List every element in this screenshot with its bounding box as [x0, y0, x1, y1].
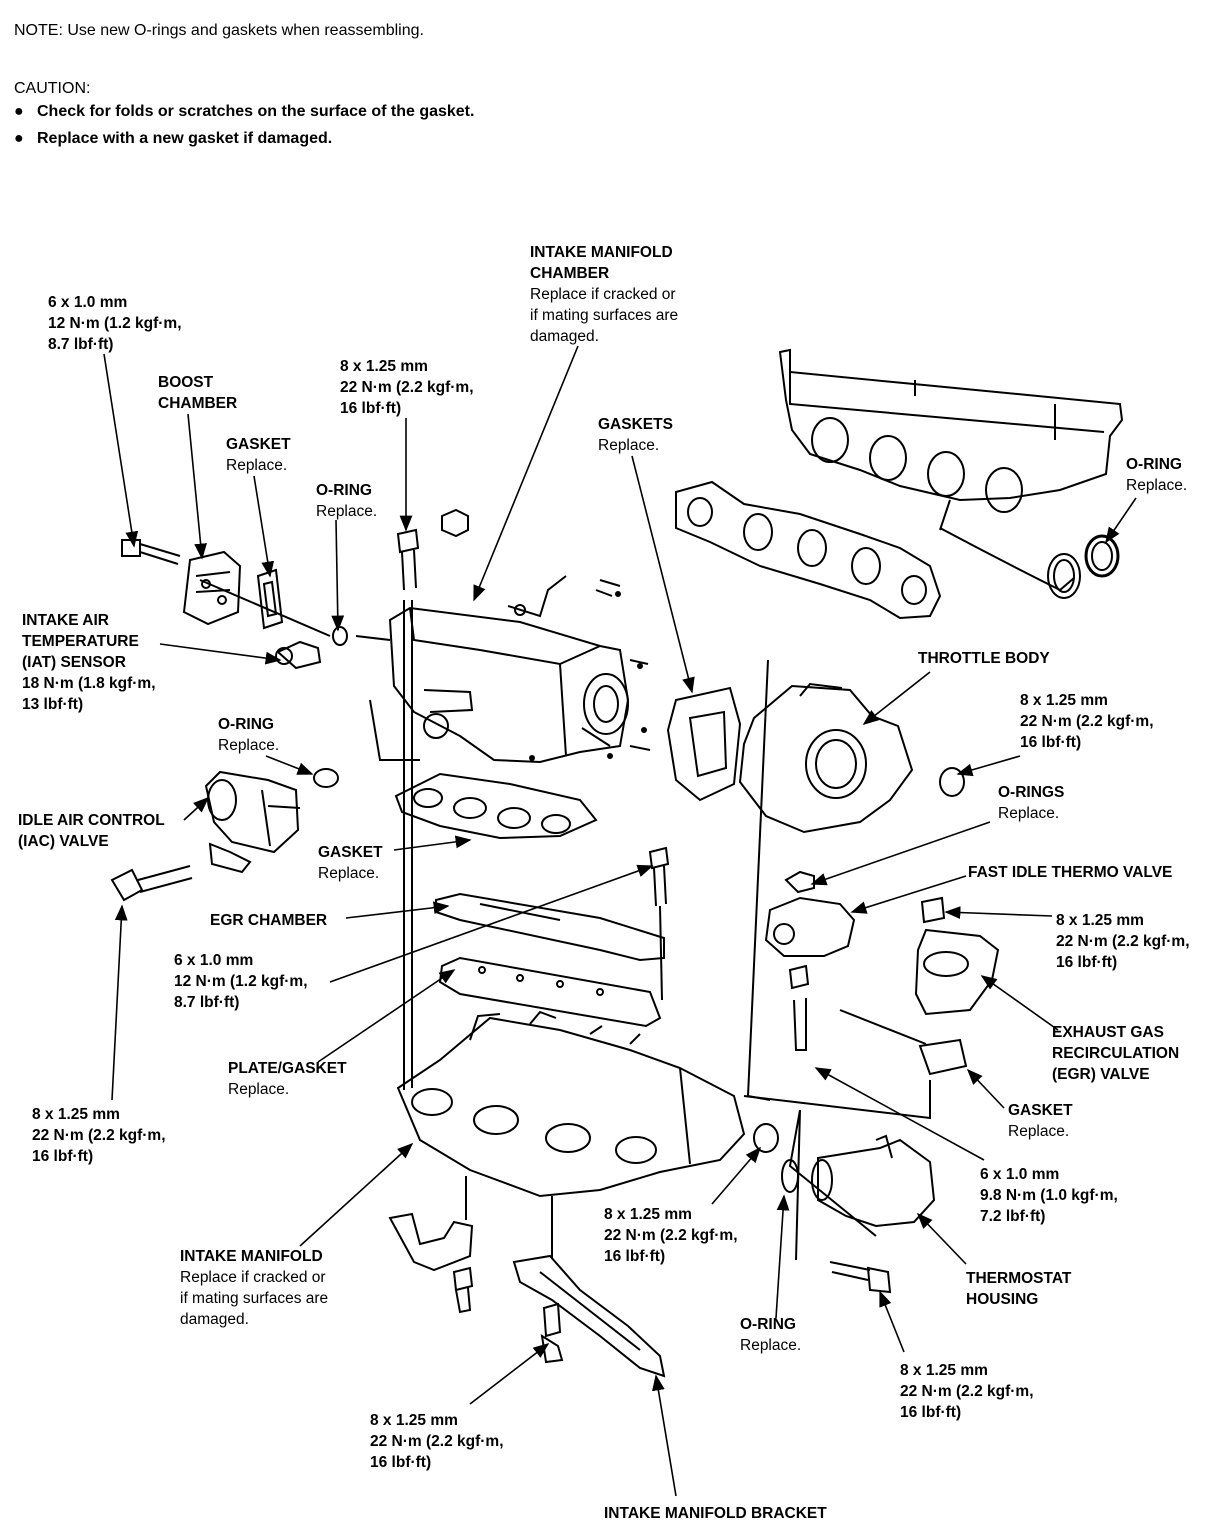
bolt-center-part — [753, 1123, 779, 1153]
intake-manifold-bracket-part — [512, 1254, 666, 1378]
thermostat-housing-part — [811, 1134, 936, 1228]
label-gasket-mid: GASKET Replace. — [318, 844, 383, 882]
label-bolt-8x125-bottom: 8 x 1.25 mm 22 N·m (2.2 kgf·m, 16 lbf·ft… — [370, 1412, 504, 1471]
label-o-rings-right: O-RINGS Replace. — [998, 784, 1065, 822]
label-bolt-8x125-left: 8 x 1.25 mm 22 N·m (2.2 kgf·m, 16 lbf·ft… — [32, 1106, 166, 1165]
bracket-left-part — [388, 1212, 474, 1272]
intake-manifold-part — [396, 1010, 746, 1198]
label-bolt-8x125-center: 8 x 1.25 mm 22 N·m (2.2 kgf·m, 16 lbf·ft… — [604, 1206, 738, 1265]
note-text: NOTE: Use new O-rings and gaskets when r… — [14, 22, 424, 39]
label-intake-manifold: INTAKE MANIFOLD Replace if cracked or if… — [180, 1248, 329, 1328]
label-bolt-8x125-throttle: 8 x 1.25 mm 22 N·m (2.2 kgf·m, 16 lbf·ft… — [1020, 692, 1154, 751]
iat-sensor-part — [275, 626, 348, 670]
label-bolt-6x10-mid: 6 x 1.0 mm 12 N·m (1.2 kgf·m, 8.7 lbf·ft… — [174, 952, 308, 1011]
label-gasket-top: GASKET Replace. — [226, 436, 291, 474]
label-intake-manifold-bracket: INTAKE MANIFOLD BRACKET — [604, 1505, 827, 1522]
label-bolt-8x125-top: 8 x 1.25 mm 22 N·m (2.2 kgf·m, 16 lbf·ft… — [340, 358, 474, 417]
egr-chamber-part — [435, 892, 665, 962]
label-egr-valve: EXHAUST GAS RECIRCULATION (EGR) VALVE — [1052, 1024, 1180, 1083]
label-iat-sensor: INTAKE AIR TEMPERATURE (IAT) SENSOR 18 N… — [22, 612, 156, 713]
plate-gasket-part — [438, 956, 662, 1028]
label-boost-chamber: BOOST CHAMBER — [158, 374, 238, 412]
bolt-top-part — [396, 528, 420, 591]
boost-chamber-part — [182, 550, 242, 626]
bolt-bracket-left-part — [452, 1266, 474, 1314]
label-o-ring-iac: O-RING Replace. — [218, 716, 280, 754]
egr-valve-part — [914, 896, 1000, 1016]
gasket-mid-part — [394, 772, 598, 840]
throttle-body-part — [738, 682, 914, 834]
label-egr-chamber: EGR CHAMBER — [210, 912, 328, 929]
label-intake-chamber: INTAKE MANIFOLD CHAMBER Replace if crack… — [530, 244, 679, 345]
label-throttle-body: THROTTLE BODY — [918, 650, 1050, 667]
o-ring-throttle-part — [939, 767, 965, 797]
label-gaskets-right: GASKETS Replace. — [598, 416, 673, 454]
o-ring-right-part — [1084, 534, 1120, 578]
bolt-thermostat-part — [829, 1261, 892, 1294]
bolt-iac-part — [110, 865, 193, 902]
bolt-boost-part — [121, 539, 181, 565]
bolt-egr-part — [648, 846, 670, 907]
bolt-bracket-bottom-part — [540, 1302, 564, 1364]
caution-item-2: ● Replace with a new gasket if damaged. — [14, 130, 333, 147]
iac-valve-part — [204, 770, 301, 874]
label-bolt-6x10-top: 6 x 1.0 mm 12 N·m (1.2 kgf·m, 8.7 lbf·ft… — [48, 294, 182, 353]
label-fast-idle-thermo-valve: FAST IDLE THERMO VALVE — [968, 864, 1173, 881]
label-bolt-6x10-thermo: 6 x 1.0 mm 9.8 N·m (1.0 kgf·m, 7.2 lbf·f… — [980, 1166, 1118, 1225]
caution-item-1: ● Check for folds or scratches on the su… — [14, 103, 475, 120]
label-o-ring-right: O-RING Replace. — [1126, 456, 1188, 494]
throttle-gasket-part — [666, 686, 742, 802]
nut-top-part — [441, 508, 469, 538]
intake-chamber-part — [388, 575, 651, 764]
label-bolt-8x125-bottom-right: 8 x 1.25 mm 22 N·m (2.2 kgf·m, 16 lbf·ft… — [900, 1362, 1034, 1421]
label-bolt-8x125-egr: 8 x 1.25 mm 22 N·m (2.2 kgf·m, 16 lbf·ft… — [1056, 912, 1190, 971]
o-ring-iac-part — [313, 768, 339, 788]
bolt-chamber-part — [595, 579, 621, 597]
label-gasket-egr: GASKET Replace. — [1008, 1102, 1073, 1140]
label-o-ring-top: O-RING Replace. — [316, 482, 378, 520]
label-iac-valve: IDLE AIR CONTROL (IAC) VALVE — [18, 812, 165, 850]
label-thermostat-housing: THERMOSTAT HOUSING — [966, 1270, 1072, 1308]
caution-title: CAUTION: — [14, 80, 91, 97]
gasket-egr-part — [918, 1038, 968, 1076]
label-o-ring-bottom: O-RING Replace. — [740, 1316, 802, 1354]
gasket-boost-part — [256, 568, 284, 630]
bolt-thermo-part — [788, 964, 810, 1051]
fast-idle-thermo-valve-part — [764, 870, 856, 957]
label-plate-gasket: PLATE/GASKET Replace. — [228, 1060, 347, 1098]
gasket-intake-part — [675, 480, 942, 620]
cylinder-head-part — [778, 348, 1124, 599]
